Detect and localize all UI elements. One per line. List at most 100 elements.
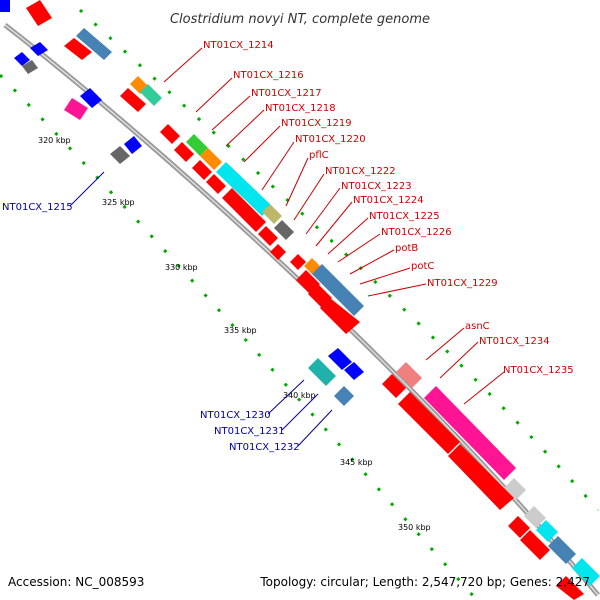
- gene-label: NT01CX_1218: [265, 103, 336, 114]
- gene-label: NT01CX_1230: [200, 410, 271, 421]
- gene-label: NT01CX_1226: [381, 227, 452, 238]
- gene-label: NT01CX_1231: [214, 426, 285, 437]
- gene-feature: [30, 42, 48, 56]
- gene-label: NT01CX_1220: [295, 134, 366, 145]
- gene-feature: [222, 188, 266, 232]
- label-leader-line: [463, 371, 505, 405]
- tick-ring-outer: [78, 8, 600, 511]
- label-leader-line: [69, 171, 105, 207]
- gene-feature: [572, 558, 600, 586]
- label-leader-line: [195, 77, 233, 113]
- forward-genes: [26, 0, 600, 600]
- gene-feature: [206, 174, 226, 194]
- label-leader-line: [225, 109, 265, 147]
- label-leader-line: [285, 157, 309, 207]
- label-leader-line: [293, 173, 325, 221]
- gene-feature: [200, 148, 222, 170]
- gene-feature: [320, 298, 360, 334]
- gene-feature: [192, 160, 212, 180]
- gene-label: NT01CX_1216: [233, 70, 304, 81]
- gene-label: NT01CX_1219: [281, 118, 352, 129]
- label-leader-line: [367, 283, 427, 297]
- label-leader-line: [425, 327, 465, 361]
- gene-feature: [424, 386, 516, 480]
- reverse-genes: [0, 0, 364, 406]
- gene-feature: [160, 124, 180, 144]
- map-title: Clostridium novyi NT, complete genome: [170, 12, 430, 27]
- label-leader-line: [163, 47, 203, 83]
- gene-feature: [262, 204, 282, 224]
- gene-feature: [536, 520, 558, 542]
- gene-label: NT01CX_1232: [229, 442, 300, 453]
- gene-feature: [334, 386, 354, 406]
- label-leader-line: [359, 267, 411, 285]
- forward-label-group: [163, 47, 505, 405]
- label-leader-line: [315, 201, 353, 247]
- gene-feature: [140, 84, 162, 106]
- gene-label: potC: [411, 261, 434, 272]
- label-leader-line: [281, 393, 319, 431]
- gene-label: NT01CX_1217: [251, 88, 322, 99]
- gene-label: NT01CX_1224: [353, 195, 424, 206]
- label-leader-line: [305, 187, 341, 235]
- scale-label: 325 kbp: [102, 198, 135, 207]
- gene-feature: [312, 264, 364, 316]
- gene-feature: [110, 146, 130, 164]
- gene-feature: [398, 392, 460, 454]
- gene-label: NT01CX_1222: [325, 166, 396, 177]
- label-leader-line: [211, 95, 251, 131]
- gene-label: NT01CX_1214: [203, 40, 274, 51]
- gene-label: pflC: [309, 150, 329, 161]
- gene-label: NT01CX_1235: [503, 365, 574, 376]
- label-leader-line: [297, 409, 333, 447]
- gene-feature: [290, 254, 306, 270]
- gene-feature: [524, 506, 546, 528]
- gene-feature: [64, 98, 88, 120]
- gene-feature: [76, 28, 112, 60]
- gene-label: NT01CX_1225: [369, 211, 440, 222]
- gene-label: NT01CX_1229: [427, 278, 498, 289]
- gene-feature: [328, 348, 352, 370]
- label-leader-line: [243, 125, 281, 163]
- reverse-label-group: [69, 171, 333, 447]
- gene-label: NT01CX_1234: [479, 336, 550, 347]
- label-leader-line: [327, 217, 369, 255]
- gene-feature: [344, 362, 364, 380]
- gene-feature: [186, 134, 208, 156]
- scale-label: 350 kbp: [398, 523, 431, 532]
- label-leader-line: [267, 379, 305, 415]
- gene-label: NT01CX_1223: [341, 181, 412, 192]
- gene-feature: [120, 88, 146, 112]
- gene-feature: [274, 220, 294, 240]
- topology-text: Topology: circular; Length: 2,547,720 bp…: [259, 575, 590, 589]
- gene-feature: [308, 358, 336, 386]
- gene-feature: [14, 52, 30, 66]
- gene-feature: [258, 226, 278, 246]
- scale-label: 345 kbp: [340, 458, 373, 467]
- gene-feature: [80, 88, 102, 108]
- gene-feature: [448, 444, 514, 510]
- scale-label: 320 kbp: [38, 136, 71, 145]
- tick-ring-inner: [0, 73, 477, 599]
- gene-feature: [556, 576, 584, 600]
- gene-label: asnC: [465, 321, 490, 332]
- gene-feature: [22, 60, 38, 74]
- label-leader-line: [439, 341, 479, 379]
- gene-feature: [216, 162, 272, 216]
- gene-label: potB: [395, 243, 418, 254]
- gene-feature: [520, 530, 550, 560]
- scale-label: 335 kbp: [224, 326, 257, 335]
- gene-feature: [270, 244, 286, 260]
- scale-label: 330 kbp: [165, 263, 198, 272]
- genome-backbone-highlight: [4, 24, 599, 596]
- gene-label: NT01CX_1215: [2, 202, 73, 213]
- accession-text: Accession: NC_008593: [8, 575, 144, 589]
- label-leader-line: [337, 233, 381, 263]
- gene-feature: [382, 374, 406, 398]
- scale-label: 340 kbp: [283, 391, 316, 400]
- gene-feature: [508, 516, 530, 538]
- label-leader-line: [349, 249, 395, 275]
- gene-feature: [504, 478, 526, 500]
- reverse-label-texts: NT01CX_1215 NT01CX_1230 NT01CX_1231 NT01…: [2, 202, 300, 453]
